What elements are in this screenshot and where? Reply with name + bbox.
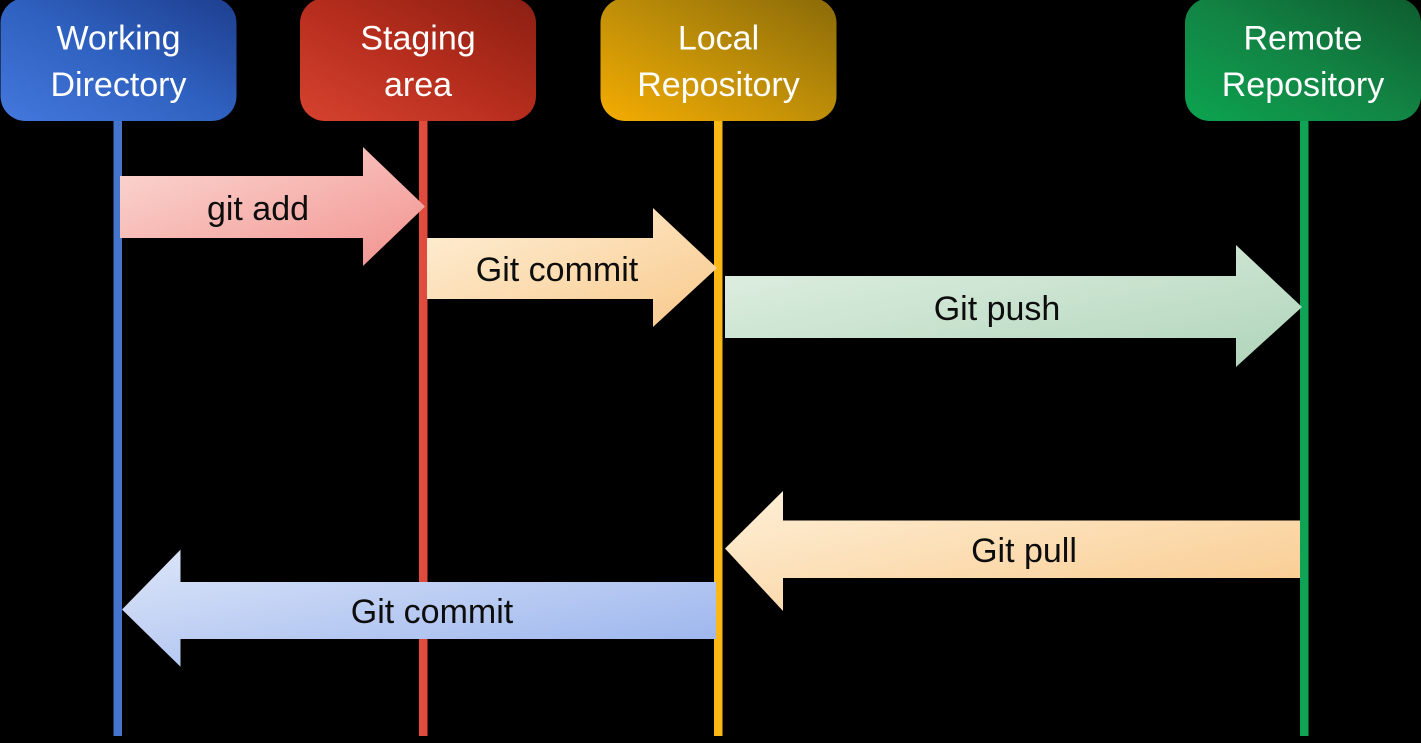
svg-text:Git push: Git push [934,290,1061,328]
svg-text:Git pull: Git pull [971,532,1077,570]
svg-text:Remote: Remote [1243,20,1362,58]
svg-text:Staging: Staging [360,20,475,58]
svg-text:Repository: Repository [1222,66,1385,104]
svg-text:Directory: Directory [50,66,186,104]
svg-text:Working: Working [56,20,180,58]
svg-text:Git commit: Git commit [476,251,639,289]
svg-text:Git commit: Git commit [351,593,514,631]
svg-text:area: area [384,66,452,104]
svg-text:git add: git add [207,190,309,228]
svg-text:Repository: Repository [637,66,800,104]
svg-text:Local: Local [678,20,759,58]
